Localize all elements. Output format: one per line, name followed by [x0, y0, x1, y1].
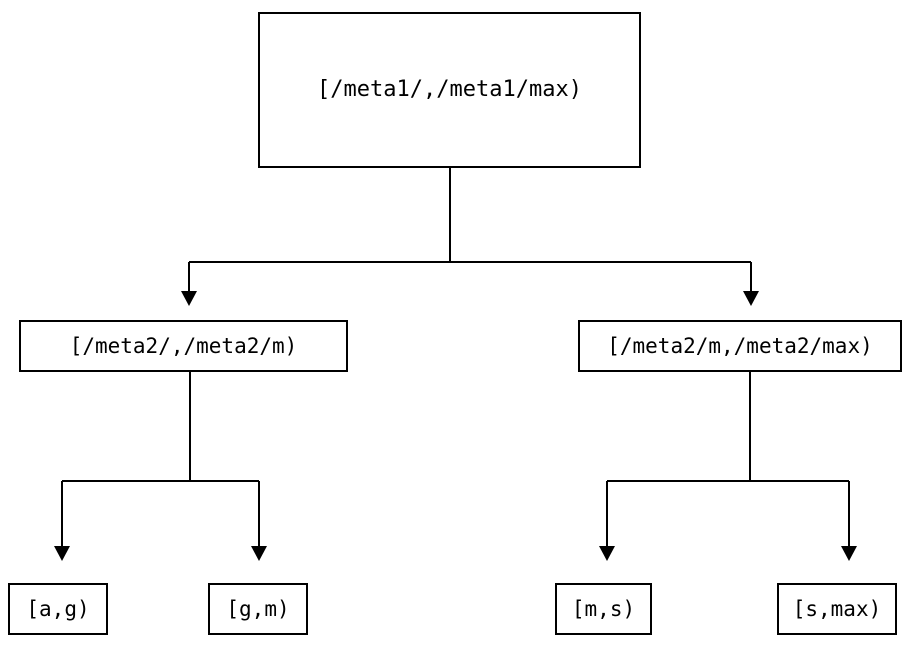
edge-root-to-meta2-group: [181, 168, 759, 306]
tree-node-meta2-low[interactable]: [/meta2/,/meta2/m): [19, 320, 348, 372]
tree-node-leaf-gm-label: [g,m): [226, 596, 290, 621]
arrowhead-to-leaf-smax: [841, 546, 857, 561]
tree-node-leaf-smax[interactable]: [s,max): [777, 583, 897, 635]
arrowhead-to-leaf-ms: [599, 546, 615, 561]
tree-node-meta2-high[interactable]: [/meta2/m,/meta2/max): [578, 320, 902, 372]
tree-node-leaf-ms-label: [m,s): [571, 596, 636, 621]
arrowhead-to-meta2-high: [743, 291, 759, 306]
arrowhead-to-meta2-low: [181, 291, 197, 306]
tree-node-root[interactable]: [/meta1/,/meta1/max): [258, 12, 641, 168]
edge-meta2-low-to-leaves-group: [54, 372, 267, 561]
tree-node-leaf-smax-label: [s,max): [792, 596, 882, 621]
tree-node-meta2-low-label: [/meta2/,/meta2/m): [69, 333, 298, 358]
tree-node-leaf-ag[interactable]: [a,g): [8, 583, 108, 635]
tree-node-root-label: [/meta1/,/meta1/max): [317, 77, 582, 102]
tree-node-leaf-ag-label: [a,g): [26, 596, 90, 621]
arrowhead-to-leaf-gm: [251, 546, 267, 561]
tree-node-leaf-gm[interactable]: [g,m): [208, 583, 308, 635]
tree-node-leaf-ms[interactable]: [m,s): [555, 583, 652, 635]
tree-node-meta2-high-label: [/meta2/m,/meta2/max): [607, 333, 873, 358]
arrowhead-to-leaf-ag: [54, 546, 70, 561]
edge-meta2-high-to-leaves-group: [599, 372, 857, 561]
